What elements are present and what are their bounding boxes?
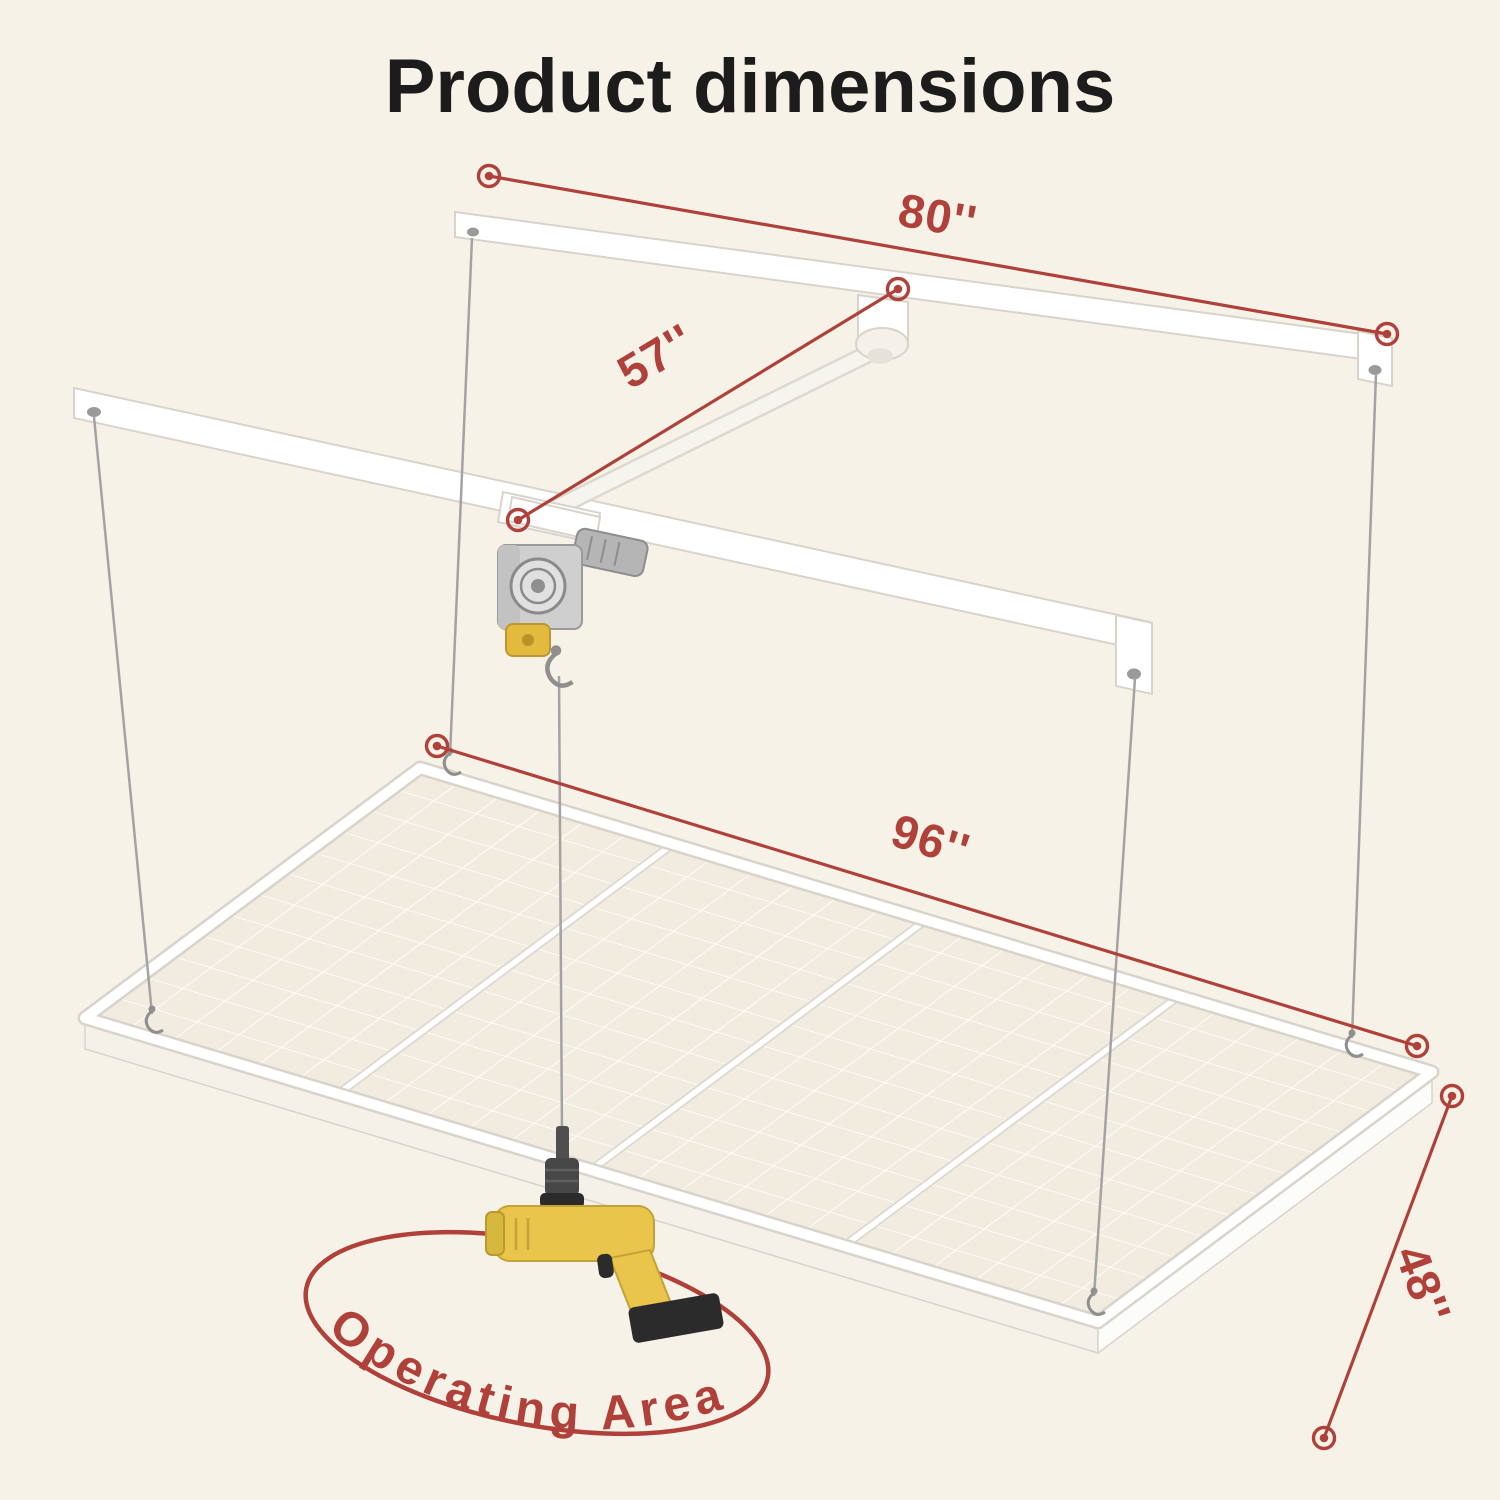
storage-platform bbox=[77, 760, 1440, 1355]
drill-battery bbox=[628, 1293, 724, 1343]
winch-gear-core bbox=[531, 579, 545, 593]
winch-motor bbox=[571, 527, 649, 578]
winch-motor-vent bbox=[613, 541, 621, 566]
winch-motor-vent bbox=[586, 536, 594, 561]
cross-beam bbox=[496, 293, 909, 545]
back-rail-right-pulley-icon bbox=[1368, 365, 1382, 375]
cable-front-left bbox=[92, 416, 154, 1015]
dimension-endpoint-icon bbox=[424, 733, 450, 759]
cable-back-left bbox=[448, 237, 474, 757]
dimension-line bbox=[436, 744, 1418, 1048]
hoist-cable bbox=[557, 675, 564, 1137]
cross-beam-tube bbox=[552, 339, 888, 515]
dimension-label: 96'' bbox=[885, 803, 976, 877]
drill-trigger bbox=[597, 1253, 614, 1279]
dimension-line bbox=[488, 174, 1388, 336]
drill-nose-cap bbox=[485, 1211, 505, 1256]
winch-side-plate bbox=[498, 545, 520, 629]
front-rail bbox=[73, 386, 1151, 654]
winch-assembly bbox=[497, 495, 649, 686]
platform-divider bbox=[842, 993, 1181, 1249]
winch-clamp-pin bbox=[522, 634, 534, 646]
dimension-label: 80'' bbox=[895, 183, 982, 249]
cable-back-right bbox=[1350, 373, 1378, 1039]
cable-front-right bbox=[1092, 677, 1137, 1297]
winch-gear-ring bbox=[519, 567, 557, 605]
center-pivot-hub bbox=[867, 348, 893, 364]
platform-frame bbox=[80, 763, 1437, 1327]
platform-divider bbox=[336, 841, 675, 1097]
front-rail-right-pulley-icon bbox=[1127, 668, 1141, 680]
back-rail-left-pulley-icon bbox=[467, 227, 479, 237]
dimension-line bbox=[517, 287, 899, 522]
dimension-label: 48'' bbox=[1385, 1238, 1462, 1330]
front-rail-end-bracket bbox=[1115, 613, 1153, 696]
dimension-endpoint-icon bbox=[1439, 1083, 1465, 1109]
platform-divider bbox=[589, 917, 928, 1173]
hanging-drill bbox=[485, 1126, 724, 1343]
drill-body bbox=[493, 1205, 655, 1262]
winch-motor-vent bbox=[599, 539, 607, 563]
drill-torque-collar bbox=[540, 1193, 584, 1208]
dimension-label: 57'' bbox=[608, 313, 703, 399]
drill-bit bbox=[556, 1126, 569, 1162]
drill-chuck bbox=[545, 1158, 579, 1196]
dimension-endpoint-icon bbox=[1404, 1033, 1430, 1059]
front-rail-left-pulley-icon bbox=[87, 407, 101, 417]
dimension-line bbox=[1322, 1095, 1454, 1439]
dimension-endpoint-icon bbox=[1311, 1425, 1337, 1451]
page-title: Product dimensions bbox=[385, 44, 1116, 129]
